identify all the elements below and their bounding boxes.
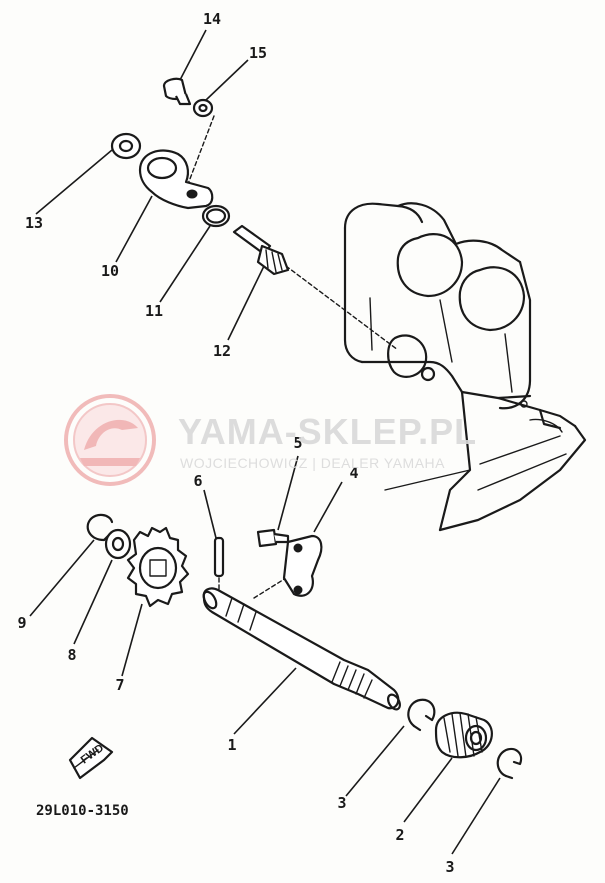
callout-2: 2 bbox=[395, 826, 404, 844]
gear-part-2 bbox=[434, 711, 493, 759]
washer-part-15 bbox=[192, 98, 214, 118]
engine-case-outline bbox=[343, 202, 587, 532]
gear-part-7 bbox=[126, 526, 190, 608]
bolt-part-14 bbox=[162, 77, 192, 106]
callout-6: 6 bbox=[193, 472, 202, 490]
callout-11: 11 bbox=[145, 302, 163, 320]
watermark-title: YAMA-SKLEP.PL bbox=[178, 411, 477, 452]
fwd-direction-arrow: FWD bbox=[68, 736, 114, 780]
callout-5: 5 bbox=[293, 434, 302, 452]
callout-4: 4 bbox=[349, 464, 358, 482]
callout-9: 9 bbox=[17, 614, 26, 632]
callout-7: 7 bbox=[115, 676, 124, 694]
callout-3-lower: 3 bbox=[445, 858, 454, 876]
drawing-code: 29L010-3150 bbox=[36, 803, 129, 819]
watermark-logo-icon bbox=[64, 394, 156, 486]
callout-8: 8 bbox=[67, 646, 76, 664]
callout-13: 13 bbox=[25, 214, 43, 232]
callout-15: 15 bbox=[249, 44, 267, 62]
shaft-part-1 bbox=[202, 587, 401, 711]
pin-part-6 bbox=[213, 536, 225, 578]
gear-part-12 bbox=[232, 224, 290, 276]
callout-12: 12 bbox=[213, 342, 231, 360]
washer-part-8 bbox=[104, 528, 132, 560]
circlip-part-3a bbox=[407, 698, 436, 732]
circlip-part-3b bbox=[496, 747, 523, 780]
callout-1: 1 bbox=[227, 736, 236, 754]
callout-3-upper: 3 bbox=[337, 794, 346, 812]
callout-leaders bbox=[29, 29, 501, 855]
oring-part-11 bbox=[201, 204, 231, 228]
callout-10: 10 bbox=[101, 262, 119, 280]
watermark-subtitle: WOJCIECHOWICZ | DEALER YAMAHA bbox=[180, 455, 445, 471]
seal-part-13 bbox=[110, 132, 142, 160]
callout-numbers: 14 15 13 10 11 12 5 4 6 9 8 7 1 3 2 3 bbox=[17, 10, 454, 876]
plate-part-4 bbox=[282, 534, 323, 597]
callout-14: 14 bbox=[203, 10, 221, 28]
watermark: YAMA-SKLEP.PL WOJCIECHOWICZ | DEALER YAM… bbox=[64, 394, 477, 486]
housing-part-10 bbox=[138, 149, 214, 210]
screw-part-5 bbox=[256, 528, 290, 548]
